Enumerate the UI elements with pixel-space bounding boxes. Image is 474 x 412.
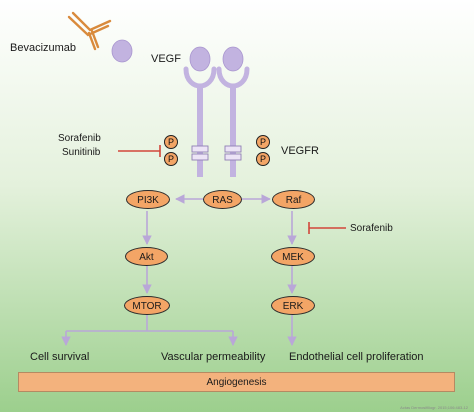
- sorafenib-left-label: Sorafenib: [58, 133, 101, 144]
- sorafenib-right-label: Sorafenib: [350, 223, 393, 234]
- vascular-permeability-label: Vascular permeability: [161, 351, 266, 363]
- node-mek: MEK: [271, 247, 315, 266]
- endothelial-proliferation-label: Endothelial cell proliferation: [289, 351, 424, 363]
- tee-bar-icon: [118, 145, 161, 157]
- angiogenesis-bar: Angiogenesis: [18, 372, 455, 392]
- citation-text: Actas Dermosifiliogr. 2015;106:483-12: [400, 405, 468, 410]
- node-mtor: MTOR: [124, 296, 170, 315]
- phospho-badge: P: [164, 135, 178, 149]
- vegf-ligand-icon: [111, 39, 133, 63]
- tee-bar-icon: [308, 222, 346, 234]
- node-raf: Raf: [272, 190, 315, 209]
- cell-membrane: [0, 60, 474, 140]
- phospho-badge: P: [256, 152, 270, 166]
- bevacizumab-label: Bevacizumab: [10, 42, 77, 54]
- mtor-branch-arrows: [61, 331, 238, 346]
- vegf-label: VEGF: [151, 53, 181, 65]
- vegfr-receptor-left: [183, 46, 217, 177]
- phospho-badge: P: [164, 152, 178, 166]
- node-akt: Akt: [125, 247, 168, 266]
- cell-survival-label: Cell survival: [30, 351, 90, 363]
- node-ras: RAS: [203, 190, 242, 209]
- node-pi3k: PI3K: [126, 190, 170, 209]
- vegfr-label: VEGFR: [281, 145, 319, 157]
- antibody-y-icon: [67, 11, 112, 51]
- signaling-arrows: [142, 194, 297, 346]
- vegfr-receptor-right: [216, 46, 250, 177]
- mtor-branch-connector: [66, 315, 233, 332]
- sunitinib-label: Sunitinib: [62, 147, 101, 158]
- phospho-badge: P: [256, 135, 270, 149]
- node-erk: ERK: [271, 296, 315, 315]
